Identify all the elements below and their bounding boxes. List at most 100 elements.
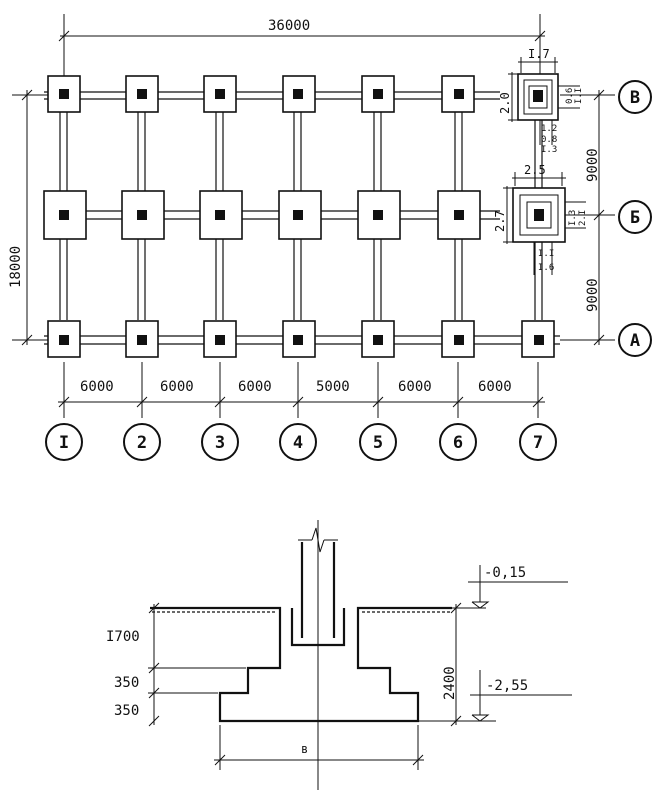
elevation-top: -0,15: [452, 565, 568, 609]
column-square: [293, 335, 303, 345]
base-width-dimension: в: [214, 725, 424, 770]
column-square: [59, 89, 69, 99]
detail-top-dim-d: 0.8: [541, 135, 557, 145]
axis-bubble-v: [618, 80, 652, 114]
axis-bubble-4: [279, 423, 317, 461]
overall-length-label: 36000: [268, 18, 310, 34]
footing-detail-middle: 2.5 2.7 I.3 2.I I.I I.6: [493, 163, 588, 275]
column-square: [137, 210, 147, 220]
column-square: [215, 335, 225, 345]
column-square: [373, 335, 383, 345]
bay-spacing-1: 6000: [80, 379, 114, 395]
detail-middle-outer-pad: [512, 187, 566, 243]
detail-top-dim-c: 1.2: [541, 124, 557, 134]
column-square: [137, 335, 147, 345]
column-square: [215, 210, 225, 220]
overall-length-dimension: 36000: [58, 14, 546, 80]
footing-pad: [125, 320, 159, 358]
number-axis-bubbles: I 2 3 4 5 6 7: [45, 423, 557, 461]
axis-bubble-b: [618, 200, 652, 234]
detail-top-dim-b: I.I: [574, 88, 584, 104]
step-height-2: 350: [114, 675, 139, 691]
detail-middle-middle-step: [519, 194, 559, 236]
detail-top-inner-step: [528, 85, 548, 109]
elevation-top-label: -0,15: [484, 565, 526, 581]
column-square: [137, 89, 147, 99]
row-spacing-upper: 9000: [585, 148, 601, 182]
footings-row-top: [47, 75, 475, 113]
axis-bubble-2: [123, 423, 161, 461]
column-square: [59, 335, 69, 345]
detail-middle-width-label: 2.5: [524, 163, 546, 177]
detail-middle-dim-d: I.6: [538, 263, 554, 273]
detail-middle-height-label: 2.7: [493, 210, 507, 232]
bay-spacing-3: 6000: [238, 379, 272, 395]
bay-spacing-4: 5000: [316, 379, 350, 395]
axis-bubble-a: [618, 323, 652, 357]
detail-middle-dim-b: 2.I: [578, 210, 588, 226]
overall-width-label: 18000: [8, 246, 24, 288]
axis-letter-a: А: [630, 331, 640, 351]
column-stub: [298, 527, 338, 638]
axis-letter-v: В: [630, 88, 640, 108]
foundation-section: -0,15 -2,55 2400 I700 350: [106, 520, 572, 790]
footing-pad: [441, 320, 475, 358]
detail-top-dim-a: 0.6: [565, 88, 575, 104]
overall-width-dimension: 18000: [8, 89, 50, 346]
bay-spacing-dimension: 6000 6000 6000 5000 6000 6000: [58, 362, 545, 418]
row-spacing-lower: 9000: [585, 278, 601, 312]
column-square: [534, 209, 544, 221]
detail-middle-dim-a: I.3: [568, 210, 578, 226]
bay-spacing-2: 6000: [160, 379, 194, 395]
axis-number-5: 5: [373, 433, 383, 453]
detail-middle-dim-c: I.I: [538, 249, 554, 259]
axis-number-3: 3: [215, 433, 225, 453]
column-square: [373, 210, 383, 220]
column-square: [373, 89, 383, 99]
footings-row-middle: [43, 190, 481, 240]
detail-top-width-label: I.7: [528, 47, 550, 61]
column-square: [534, 335, 544, 345]
bay-spacing-5: 6000: [398, 379, 432, 395]
column-square: [454, 335, 464, 345]
stepped-footing-outline: [150, 606, 452, 723]
step-height-3: 350: [114, 703, 139, 719]
footing-pad: [441, 75, 475, 113]
row-spacing-dimension: 9000 9000: [585, 89, 605, 346]
footing-detail-top: I.7 2.0 0.6 I.I 1.2 0.8 I.3: [498, 47, 584, 155]
footing-pad: [43, 190, 87, 240]
footing-socket: [290, 608, 346, 647]
step-height-1: I700: [106, 629, 140, 645]
axis-number-2: 2: [137, 433, 147, 453]
detail-top-height-label: 2.0: [498, 92, 512, 114]
elevation-bottom-label: -2,55: [486, 678, 528, 694]
column-square: [454, 210, 464, 220]
footing-pad: [361, 320, 395, 358]
axis-number-7: 7: [533, 433, 543, 453]
column-square: [454, 89, 464, 99]
letter-axis-bubbles: В Б А: [618, 80, 652, 357]
column-square: [533, 90, 543, 102]
detail-top-middle-step: [523, 79, 553, 115]
base-width-label: в: [301, 742, 308, 756]
axis-bubble-5: [359, 423, 397, 461]
elevation-bottom: -2,55: [418, 670, 572, 722]
axis-bubble-3: [201, 423, 239, 461]
axis-letter-b: Б: [630, 208, 640, 228]
depth-total-label: 2400: [442, 666, 458, 700]
column-square: [293, 89, 303, 99]
detail-top-dim-e: I.3: [541, 145, 557, 155]
axis-bubble-1: [45, 423, 83, 461]
detail-middle-inner-step: [526, 201, 552, 229]
foundation-plan: 36000 18000: [8, 14, 652, 461]
axis-number-1: I: [59, 433, 69, 453]
axis-bubble-6: [439, 423, 477, 461]
axis-number-4: 4: [293, 433, 303, 453]
depth-dimension: 2400: [442, 602, 462, 727]
footings-row-bottom: [47, 320, 555, 358]
column-square: [293, 210, 303, 220]
axis-number-6: 6: [453, 433, 463, 453]
bay-spacing-6: 6000: [478, 379, 512, 395]
axis-bubble-7: [519, 423, 557, 461]
